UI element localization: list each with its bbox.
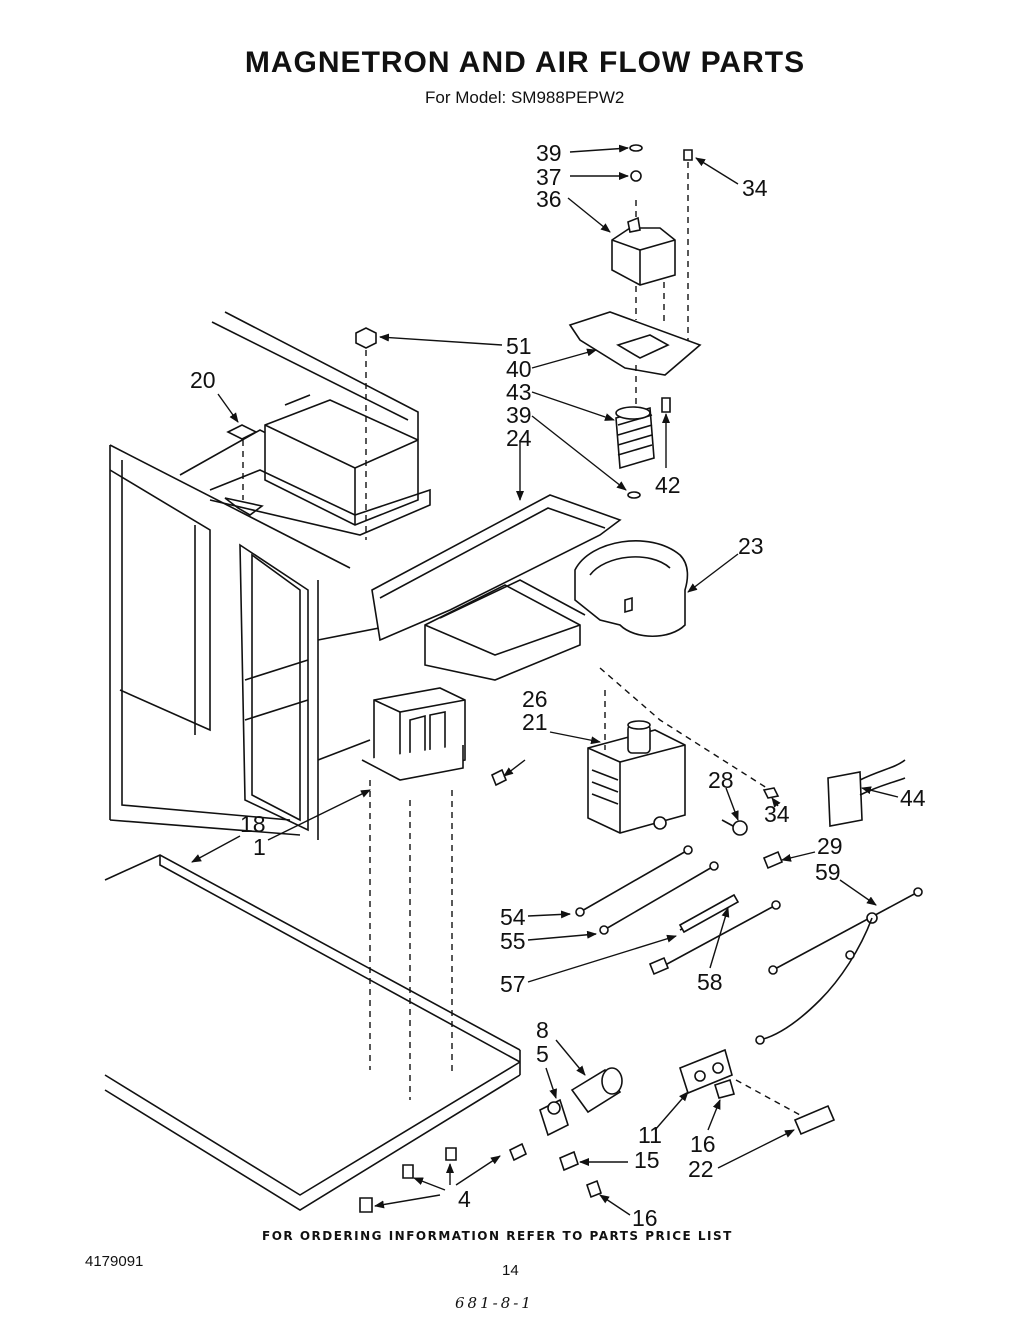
screw-34-top (683, 149, 693, 340)
page-number: 14 (502, 1262, 519, 1279)
callout-23: 23 (738, 533, 764, 559)
motor-bracket-40 (568, 311, 702, 410)
control-box (209, 394, 431, 536)
callout-8: 8 (536, 1017, 549, 1043)
fuse-holder-11 (679, 1048, 836, 1136)
part-21 (490, 768, 508, 787)
callout-51: 51 (506, 333, 532, 359)
nut-51 (355, 327, 377, 540)
base-plate-18 (104, 854, 521, 1211)
part-20-fastener (224, 424, 264, 516)
bushing-37 (630, 170, 642, 182)
callout-4: 4 (458, 1186, 471, 1212)
page-title: MAGNETRON AND AIR FLOW PARTS (244, 46, 806, 79)
washer-39-top (629, 144, 643, 152)
callout-26: 26 (522, 686, 548, 712)
screws-bottom (359, 1142, 602, 1213)
callout-18: 18 (240, 811, 266, 837)
screw-42 (661, 397, 671, 413)
capacitor-8 (570, 1067, 623, 1114)
callout-29: 29 (817, 833, 843, 859)
clip-39-lower (627, 491, 641, 499)
callout-5: 5 (536, 1041, 549, 1067)
callout-1: 1 (253, 834, 266, 860)
magnetron-26 (587, 667, 771, 834)
ordering-note: FOR ORDERING INFORMATION REFER TO PARTS … (262, 1229, 733, 1243)
oven-cavity-frame (109, 311, 421, 840)
screw-29 (762, 850, 784, 870)
document-number: 4179091 (85, 1253, 144, 1270)
callout-arrows (191, 144, 899, 1216)
callout-15: 15 (634, 1147, 660, 1173)
callout-24: 24 (506, 425, 532, 451)
callout-43: 43 (506, 379, 532, 405)
screw-34-mid (762, 787, 780, 799)
thermal-cutout-28 (721, 819, 748, 836)
bracket-5 (539, 1098, 569, 1137)
callout-44: 44 (900, 785, 926, 811)
callout-54: 54 (500, 904, 526, 930)
blower-housing-23 (574, 540, 689, 637)
callout-34-top: 34 (742, 175, 768, 201)
callout-42: 42 (655, 472, 681, 498)
callout-11: 11 (638, 1122, 662, 1148)
callout-28: 28 (708, 767, 734, 793)
callout-34-mid: 34 (764, 801, 790, 827)
switch-44 (827, 759, 906, 827)
callout-58: 58 (697, 969, 723, 995)
fan-motor-36 (611, 200, 676, 325)
callout-59: 59 (815, 859, 841, 885)
part-15 (559, 1150, 579, 1172)
callout-39-lower: 39 (506, 402, 532, 428)
callout-labels: 39 37 36 34 51 40 43 39 24 42 20 23 26 2… (190, 140, 926, 1231)
callout-16-right: 16 (690, 1131, 716, 1157)
air-duct-24 (371, 494, 622, 681)
callout-39-top: 39 (536, 140, 562, 166)
callout-40: 40 (506, 356, 532, 382)
callout-16-bottom: 16 (632, 1205, 658, 1231)
callout-37: 37 (536, 164, 562, 190)
callout-22: 22 (688, 1156, 714, 1182)
transformer-1 (361, 687, 466, 1100)
callout-55: 55 (500, 928, 526, 954)
callout-36: 36 (536, 186, 562, 212)
model-subtitle: For Model: SM988PEPW2 (425, 88, 625, 107)
callout-57: 57 (500, 971, 526, 997)
fan-blade-43 (615, 406, 655, 470)
callout-20: 20 (190, 367, 216, 393)
wire-harness-set (575, 845, 923, 1045)
callout-21: 21 (522, 709, 548, 735)
handwritten-mark: 681-8-1 (455, 1294, 534, 1312)
